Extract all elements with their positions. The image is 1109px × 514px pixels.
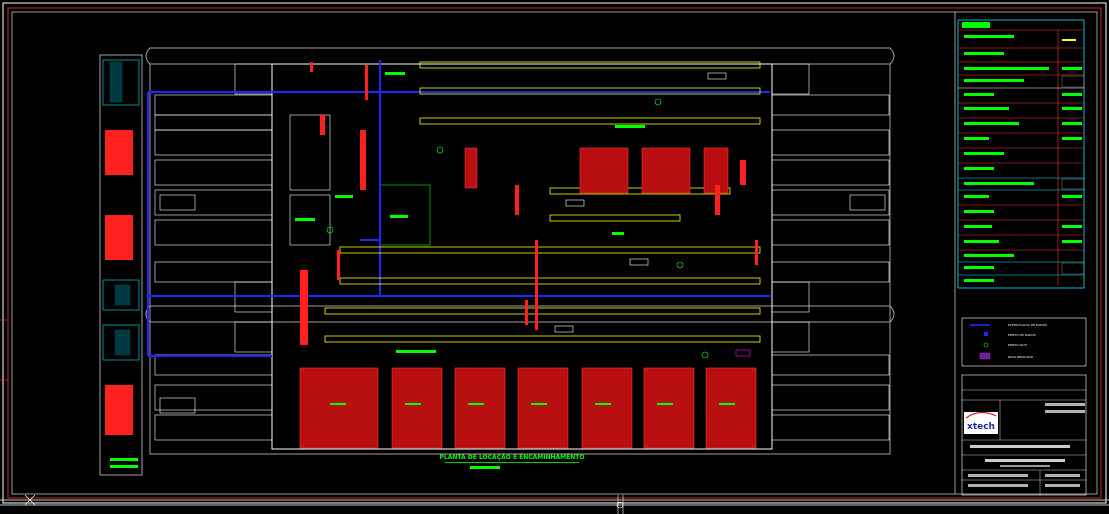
- plan-labels: [554, 72, 751, 357]
- data-cable-trays: [147, 60, 770, 357]
- legend-item-rack: RACK DEDICADO: [979, 352, 1034, 360]
- legend-box: ELETROCALHA DE DADOS PONTO DE DADOS PONT…: [961, 317, 1087, 367]
- legend-item-data-point: PONTO DE DADOS: [984, 332, 1036, 337]
- data-point-markers: [105, 62, 758, 435]
- drawing-info-table: [957, 19, 1085, 289]
- legend-label: ELETROCALHA DE DADOS: [1008, 323, 1047, 327]
- blue-outlet-icon: [984, 332, 988, 336]
- legend-label: RACK DEDICADO: [1008, 355, 1034, 359]
- legend-item-wifi: PONTO WI-FI: [983, 342, 1027, 348]
- pallet-storage-blocks: [299, 147, 757, 449]
- legend-item-cable-tray: ELETROCALHA DE DADOS: [970, 323, 1047, 327]
- rack-icon: [979, 352, 991, 360]
- title-block: xtech: [961, 374, 1087, 496]
- plan-title: PLANTA DE LOCAÇÃO E ENCAMINHAMENTO: [440, 454, 585, 461]
- storage-rack-rows: [324, 61, 761, 343]
- left-column-rooms: [102, 59, 140, 361]
- wifi-points: [326, 98, 709, 359]
- logo-swoosh-icon: [965, 411, 997, 419]
- plan-title-underline: [445, 462, 579, 463]
- logo-text: xtech: [967, 422, 995, 432]
- plan-scale-bar: [470, 466, 500, 469]
- company-logo: xtech: [964, 411, 998, 434]
- wifi-icon: [983, 342, 989, 348]
- building-outline: [99, 47, 895, 476]
- pallet-block-labels: [110, 72, 735, 468]
- legend-label: PONTO WI-FI: [1008, 343, 1027, 347]
- legend-label: PONTO DE DADOS: [1008, 333, 1036, 337]
